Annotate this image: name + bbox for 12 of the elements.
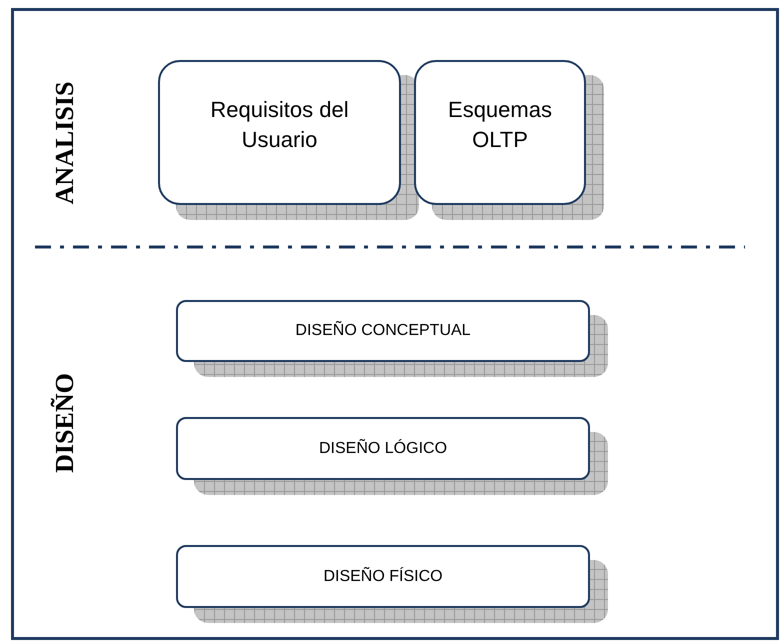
box-label: Esquemas OLTP	[447, 96, 553, 154]
phase-label: DISEÑO	[50, 373, 80, 473]
rounded-box	[176, 417, 590, 480]
box-label: Requisitos del Usuario	[209, 96, 350, 154]
box-label: DISEÑO CONCEPTUAL	[295, 320, 471, 341]
rounded-box	[414, 60, 586, 205]
rounded-box	[176, 300, 590, 362]
box-label: DISEÑO LÓGICO	[318, 438, 448, 458]
rounded-box	[176, 545, 590, 608]
phase-label: ANALISIS	[50, 82, 80, 204]
box-label: DISEÑO FÍSICO	[323, 566, 443, 586]
rounded-box	[158, 60, 401, 205]
